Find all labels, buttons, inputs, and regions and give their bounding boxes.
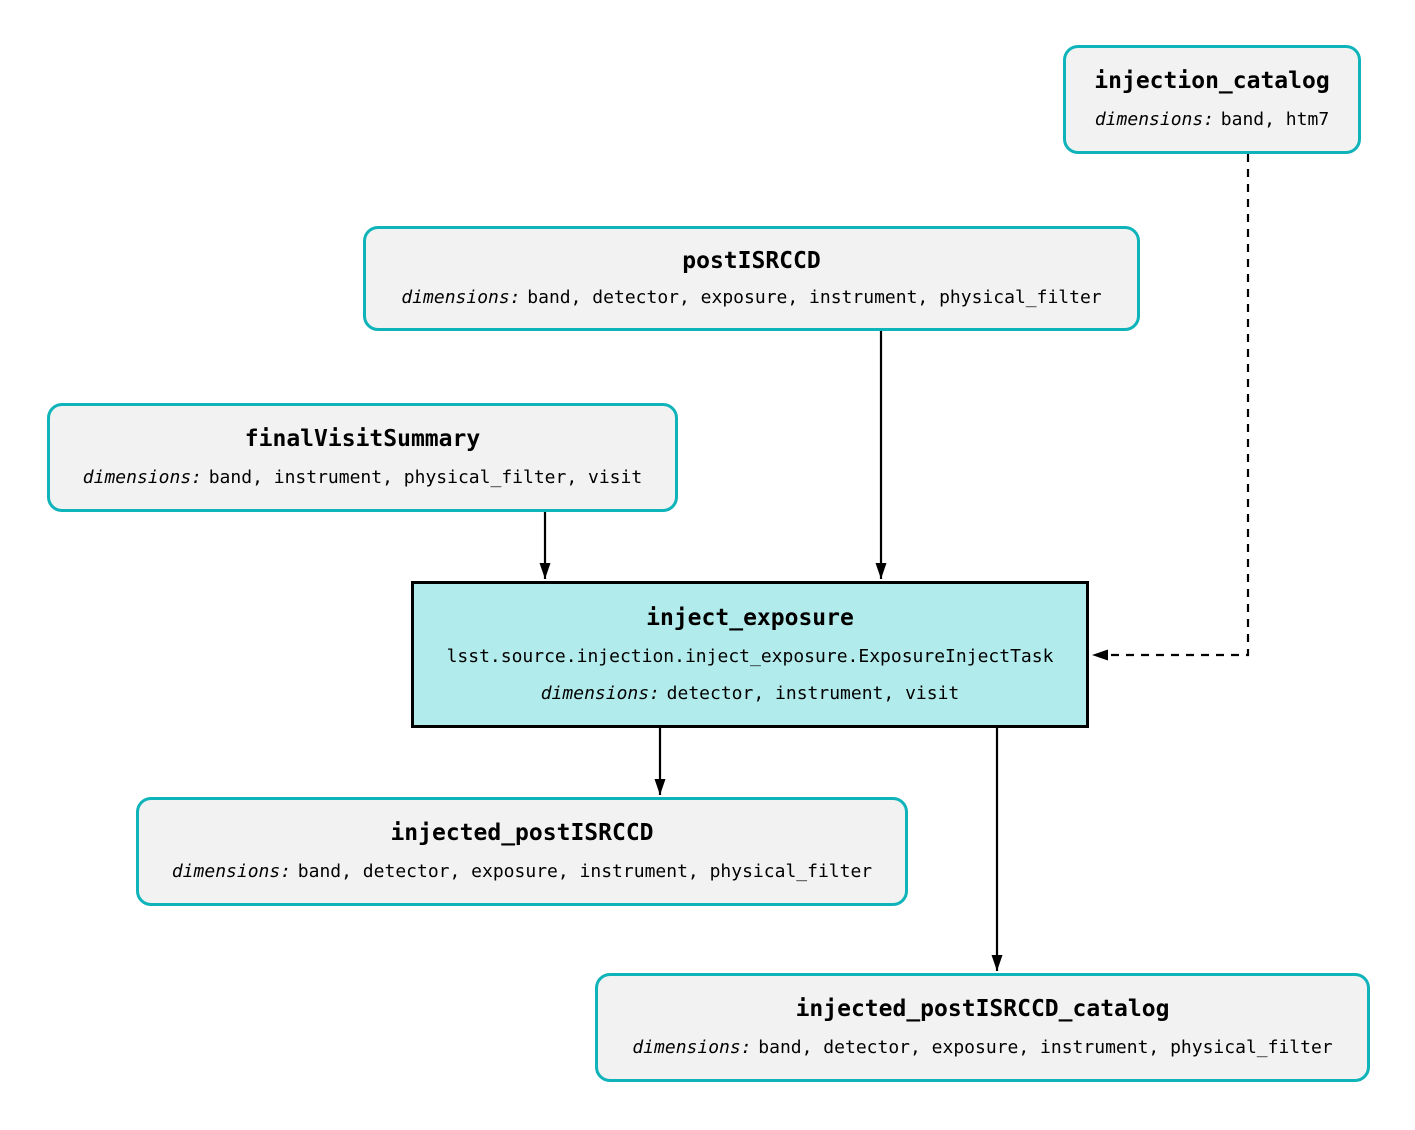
dimensions-label: dimensions: — [1094, 109, 1215, 130]
edge-injection-catalog-to-inject-exposure — [1092, 154, 1250, 661]
node-dimensions: dimensions: band, detector, exposure, ins… — [401, 289, 1101, 307]
dimensions-value: band, detector, exposure, instrument, ph… — [297, 861, 873, 882]
node-dimensions: dimensions: band, detector, exposure, ins… — [632, 1039, 1332, 1057]
node-title: injected_postISRCCD_catalog — [795, 996, 1170, 1022]
dimensions-label: dimensions: — [401, 287, 521, 309]
node-dimensions: dimensions:band, detector, exposure, ins… — [172, 863, 872, 881]
node-title: postISRCCD — [682, 247, 821, 274]
dimensions-label: dimensions: — [632, 1037, 752, 1058]
node-inject-exposure: inject_exposure lsst.source.injection.in… — [411, 581, 1089, 728]
dimensions-label: dimensions: — [171, 861, 292, 882]
node-injected-postisrccd-catalog: injected_postISRCCD_catalog dimensions: b… — [595, 973, 1370, 1082]
node-finalvisitsummary: finalVisitSummary dimensions: band, instr… — [47, 403, 678, 512]
dimensions-value: band, detector, exposure, instrument, ph… — [527, 287, 1102, 309]
node-dimensions: dimensions:band, htm7 — [1095, 111, 1329, 129]
node-dimensions: dimensions: band, instrument, physical_fi… — [83, 469, 642, 487]
node-postisrccd: postISRCCD dimensions: band, detector, ex… — [363, 226, 1140, 331]
node-task-class: lsst.source.injection.inject_exposure.Ex… — [446, 646, 1054, 667]
node-dimensions: dimensions: detector, instrument, visit — [540, 682, 960, 704]
dimensions-value: band, instrument, physical_filter, visit — [208, 467, 643, 488]
node-injection-catalog: injection_catalog dimensions:band, htm7 — [1063, 45, 1361, 154]
node-title: inject_exposure — [646, 604, 854, 631]
node-title: injected_postISRCCD — [390, 820, 654, 846]
node-title: injection_catalog — [1094, 68, 1330, 94]
node-title: finalVisitSummary — [244, 426, 481, 452]
node-injected-postisrccd: injected_postISRCCD dimensions:band, det… — [136, 797, 908, 906]
dimensions-label: dimensions: — [540, 682, 660, 704]
dimensions-value: band, htm7 — [1220, 109, 1330, 130]
dimensions-label: dimensions: — [82, 467, 202, 488]
dimensions-value: band, detector, exposure, instrument, ph… — [758, 1037, 1333, 1058]
dimensions-value: detector, instrument, visit — [666, 682, 960, 704]
